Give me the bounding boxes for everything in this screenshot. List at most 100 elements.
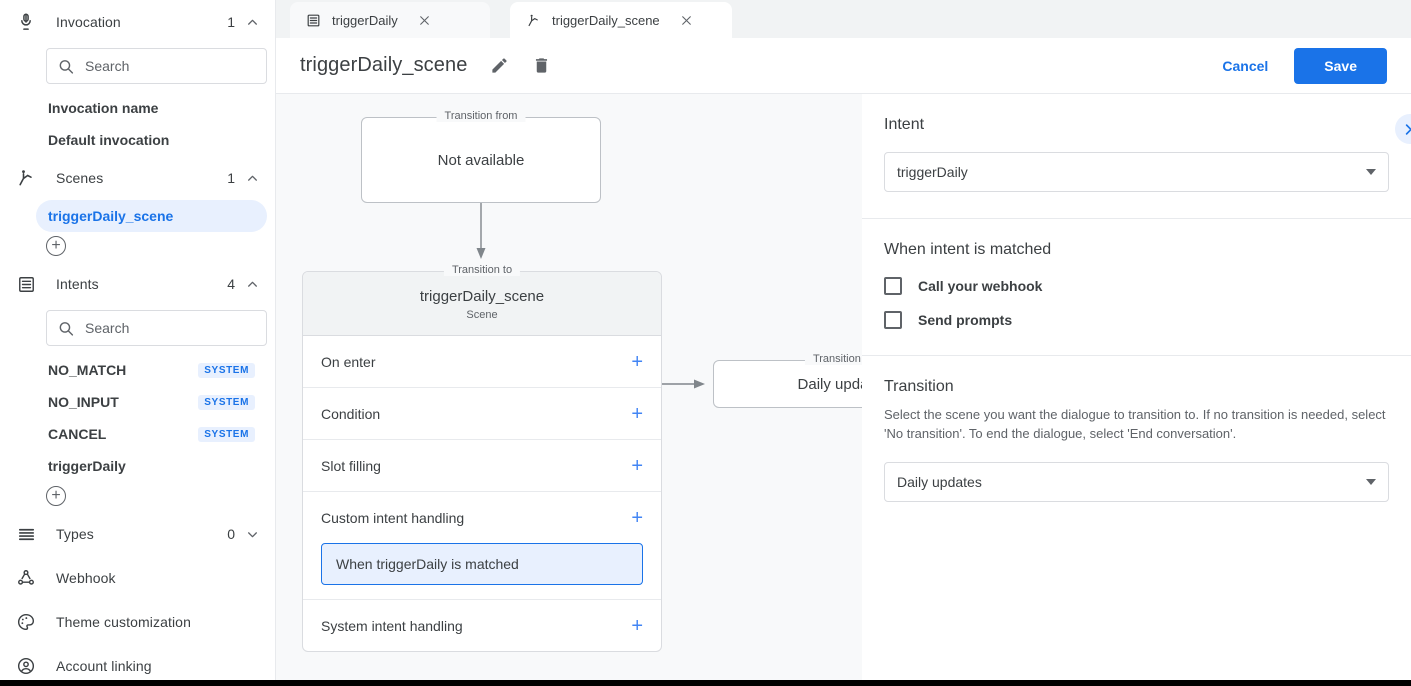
palette-icon bbox=[14, 610, 38, 634]
add-on-enter-icon[interactable]: + bbox=[631, 350, 643, 373]
invocation-search-box[interactable] bbox=[46, 48, 267, 84]
sidebar-item-label: Account linking bbox=[56, 658, 152, 674]
sidebar-item-label: Theme customization bbox=[56, 614, 191, 630]
intents-search-box[interactable] bbox=[46, 310, 267, 346]
section-on-enter: On enter + bbox=[303, 336, 661, 388]
bottom-strip bbox=[0, 680, 1411, 686]
edit-pencil-icon[interactable] bbox=[489, 56, 509, 76]
transition-select-value: Daily updates bbox=[897, 473, 982, 490]
chevron-right-icon[interactable] bbox=[1395, 114, 1411, 144]
sidebar-item-cancel[interactable]: CANCEL SYSTEM bbox=[36, 418, 267, 450]
webhook-icon bbox=[14, 566, 38, 590]
status-badge: SYSTEM bbox=[198, 394, 255, 410]
checkbox-label: Call your webhook bbox=[918, 278, 1043, 294]
intents-search-input[interactable] bbox=[85, 320, 256, 336]
sidebar-item-label: NO_INPUT bbox=[48, 394, 119, 410]
sidebar-item-no-match[interactable]: NO_MATCH SYSTEM bbox=[36, 354, 267, 386]
sidebar-group-count: 0 bbox=[227, 526, 235, 542]
sidebar-group-count: 4 bbox=[227, 276, 235, 292]
sidebar-item-label: CANCEL bbox=[48, 426, 107, 442]
intent-section: Intent triggerDaily bbox=[862, 94, 1411, 219]
sidebar-group-scenes[interactable]: Scenes 1 bbox=[0, 156, 275, 200]
sidebar-item-label: Webhook bbox=[56, 570, 116, 586]
tab-triggerdaily-scene[interactable]: triggerDaily_scene bbox=[510, 2, 732, 38]
sidebar-group-count: 1 bbox=[227, 14, 235, 30]
add-intent-row bbox=[0, 482, 275, 512]
row-system-intent-handling[interactable]: System intent handling + bbox=[303, 600, 661, 651]
row-custom-intent-handling[interactable]: Custom intent handling + bbox=[303, 492, 661, 543]
chevron-up-icon[interactable] bbox=[245, 15, 259, 29]
when-intent-matched-section: When intent is matched Call your webhook… bbox=[862, 219, 1411, 356]
when-intent-matched-heading: When intent is matched bbox=[884, 241, 1052, 258]
sidebar-item-default-invocation[interactable]: Default invocation bbox=[36, 124, 267, 156]
sidebar-item-label: Invocation name bbox=[48, 100, 159, 116]
add-system-intent-icon[interactable]: + bbox=[631, 614, 643, 637]
add-custom-intent-icon[interactable]: + bbox=[631, 506, 643, 529]
sidebar-item-triggerdaily[interactable]: triggerDaily bbox=[36, 450, 267, 482]
add-slot-filling-icon[interactable]: + bbox=[631, 454, 643, 477]
scene-card: Transition to triggerDaily_scene Scene O… bbox=[302, 264, 662, 652]
cancel-button[interactable]: Cancel bbox=[1208, 49, 1282, 83]
row-label: Condition bbox=[321, 405, 381, 422]
sidebar-group-intents[interactable]: Intents 4 bbox=[0, 262, 275, 306]
sidebar-item-no-input[interactable]: NO_INPUT SYSTEM bbox=[36, 386, 267, 418]
sidebar-item-account-linking[interactable]: Account linking bbox=[0, 644, 275, 680]
sidebar-group-label: Intents bbox=[56, 276, 99, 292]
row-condition[interactable]: Condition + bbox=[303, 388, 661, 439]
transition-heading: Transition bbox=[884, 378, 954, 395]
microphone-icon bbox=[14, 10, 38, 34]
scene-card-header: triggerDaily_scene Scene bbox=[303, 272, 661, 336]
scene-card-name: triggerDaily_scene bbox=[419, 288, 545, 305]
sidebar-item-triggerdaily-scene[interactable]: triggerDaily_scene bbox=[36, 200, 267, 232]
transition-select[interactable]: Daily updates bbox=[884, 461, 1389, 502]
call-webhook-checkbox[interactable] bbox=[884, 277, 902, 295]
scene-card-subtitle: Scene bbox=[466, 309, 498, 321]
close-icon[interactable] bbox=[416, 11, 434, 29]
checkbox-row-send-prompts[interactable]: Send prompts bbox=[884, 311, 1389, 329]
add-condition-icon[interactable]: + bbox=[631, 402, 643, 425]
add-intent-button[interactable] bbox=[46, 486, 66, 506]
sidebar-group-types[interactable]: Types 0 bbox=[0, 512, 275, 556]
transition-from-value: Not available bbox=[437, 151, 525, 169]
scene-flow-canvas[interactable]: Transition from Not available Transition… bbox=[276, 94, 862, 680]
chevron-up-icon[interactable] bbox=[245, 277, 259, 291]
details-panel: Intent triggerDaily When intent is match… bbox=[862, 94, 1411, 680]
tab-triggerdaily[interactable]: triggerDaily bbox=[290, 2, 490, 38]
sidebar-item-label: triggerDaily bbox=[48, 458, 126, 474]
left-sidebar: Invocation 1 Invocation name Default inv… bbox=[0, 0, 276, 680]
save-button[interactable]: Save bbox=[1294, 47, 1387, 84]
chevron-up-icon[interactable] bbox=[245, 171, 259, 185]
invocation-search-input[interactable] bbox=[85, 58, 256, 74]
chevron-down-icon[interactable] bbox=[245, 527, 259, 541]
add-scene-row bbox=[0, 232, 275, 262]
delete-trash-icon[interactable] bbox=[531, 56, 551, 76]
close-icon[interactable] bbox=[678, 11, 696, 29]
status-badge: SYSTEM bbox=[198, 362, 255, 378]
transition-section: Transition Select the scene you want the… bbox=[862, 356, 1411, 528]
sidebar-item-webhook[interactable]: Webhook bbox=[0, 556, 275, 600]
sidebar-item-invocation-name[interactable]: Invocation name bbox=[36, 92, 267, 124]
search-icon bbox=[59, 321, 74, 336]
section-system-intent-handling: System intent handling + bbox=[303, 600, 661, 651]
intents-search-wrap bbox=[0, 306, 275, 354]
checkbox-label: Send prompts bbox=[918, 312, 1013, 328]
dropdown-caret-icon bbox=[1366, 169, 1376, 175]
custom-intent-chip[interactable]: When triggerDaily is matched bbox=[321, 543, 643, 585]
intent-tab-icon bbox=[304, 11, 322, 29]
intent-select[interactable]: triggerDaily bbox=[884, 152, 1389, 192]
status-badge: SYSTEM bbox=[198, 426, 255, 442]
sidebar-group-invocation[interactable]: Invocation 1 bbox=[0, 0, 275, 44]
row-label: Custom intent handling bbox=[321, 509, 465, 526]
section-slot-filling: Slot filling + bbox=[303, 440, 661, 492]
row-slot-filling[interactable]: Slot filling + bbox=[303, 440, 661, 491]
sidebar-item-theme-customization[interactable]: Theme customization bbox=[0, 600, 275, 644]
row-on-enter[interactable]: On enter + bbox=[303, 336, 661, 387]
transition-from-legend: Transition from bbox=[436, 110, 526, 122]
send-prompts-checkbox[interactable] bbox=[884, 311, 902, 329]
transition-target-node[interactable]: Transition to Daily updates bbox=[713, 353, 862, 408]
checkbox-row-call-your-webhook[interactable]: Call your webhook bbox=[884, 277, 1389, 295]
transition-from-node[interactable]: Transition from Not available bbox=[361, 110, 601, 203]
tab-bar: triggerDaily triggerDaily_scene bbox=[276, 0, 1411, 38]
transition-to-legend: Transition to bbox=[443, 264, 521, 276]
add-scene-button[interactable] bbox=[46, 236, 66, 256]
